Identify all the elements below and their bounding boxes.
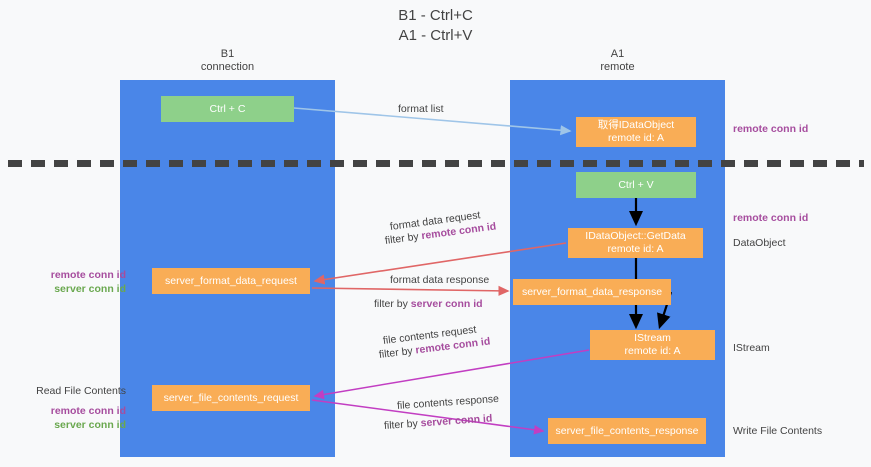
label-fcres-filter-prefix: filter by (383, 417, 422, 432)
diagram-title-line1: B1 - Ctrl+C (398, 7, 473, 24)
swimlane-b1-header: B1 connection (120, 48, 335, 74)
label-fcreq-filter-prefix: filter by (378, 344, 417, 361)
phase-divider (8, 160, 864, 167)
box-ctrl-c[interactable]: Ctrl + C (161, 96, 294, 122)
swimlane-a1-sub: remote (600, 61, 635, 73)
annotation-right-write-file-contents: Write File Contents (733, 424, 822, 438)
box-getdata-line2: remote id: A (607, 243, 664, 255)
label-fcres-filter-value: server conn id (420, 412, 493, 430)
box-istream-line1: IStream (634, 332, 671, 344)
annotation-left-2a-text: remote conn id (50, 405, 126, 417)
box-server-file-contents-response-label: server_file_contents_response (555, 424, 699, 437)
diagram-title-line2: A1 - Ctrl+V (398, 27, 473, 44)
box-server-file-contents-request-label: server_file_contents_request (163, 391, 299, 404)
box-server-format-data-request[interactable]: server_format_data_request (152, 268, 310, 294)
annotation-right-1-text: remote conn id (733, 123, 809, 135)
box-getdata-line1: IDataObject::GetData (585, 230, 686, 242)
annotation-right-dataobject: DataObject (733, 236, 786, 250)
box-idataobject-line1: 取得IDataObject (597, 119, 675, 131)
label-format-data-response-filter: filter by server conn id (374, 297, 483, 311)
label-fdres-filter-value: server conn id (410, 298, 483, 310)
box-ctrl-v-label: Ctrl + V (618, 178, 654, 191)
label-fdreq-filter-prefix: filter by (384, 230, 423, 247)
arrow-format-data-response (311, 285, 510, 296)
annotation-left-2b-text: server conn id (54, 419, 126, 431)
box-server-format-data-response[interactable]: server_format_data_response (513, 279, 671, 305)
swimlane-a1-header: A1 remote (510, 48, 725, 74)
box-idataobject-getdata[interactable]: IDataObject::GetData remote id: A (568, 228, 703, 258)
annotation-right-5-text: Write File Contents (733, 425, 823, 437)
label-fdres-filter-prefix: filter by (374, 298, 411, 310)
box-server-file-contents-request[interactable]: server_file_contents_request (152, 385, 310, 411)
box-server-file-contents-response[interactable]: server_file_contents_response (548, 418, 706, 444)
box-server-format-data-response-label: server_format_data_response (521, 285, 663, 298)
box-server-format-data-request-label: server_format_data_request (165, 274, 297, 287)
box-idataobject-line2: remote id: A (607, 132, 665, 144)
annotation-left-conn-ids: remote conn id server conn id (51, 268, 126, 296)
annotation-right-4-text: IStream (733, 342, 770, 354)
diagram-title: B1 - Ctrl+C A1 - Ctrl+V (0, 6, 871, 46)
annotation-right-2-text: remote conn id (733, 212, 809, 224)
annotation-left-1a-text: remote conn id (50, 269, 126, 281)
annotation-left-read-file-contents: Read File Contents remote conn id server… (36, 384, 126, 432)
swimlane-b1-name: B1 (220, 48, 235, 60)
box-istream-line2: remote id: A (624, 345, 681, 357)
label-file-contents-response-filter: filter by server conn id (384, 411, 493, 433)
label-format-list: format list (398, 103, 444, 115)
annotation-right-3-text: DataObject (733, 237, 786, 249)
swimlane-a1-name: A1 (610, 48, 625, 60)
box-istream[interactable]: IStream remote id: A (590, 330, 715, 360)
annotation-left-1b-text: server conn id (54, 283, 126, 295)
annotation-left-2-title: Read File Contents (36, 385, 126, 397)
annotation-right-istream: IStream (733, 341, 770, 355)
label-format-data-response: format data response (390, 274, 490, 286)
box-ctrl-c-label: Ctrl + C (209, 102, 246, 115)
box-ctrl-v[interactable]: Ctrl + V (576, 172, 696, 198)
label-file-contents-response: file contents response (396, 392, 500, 412)
annotation-right-remote-conn-id-2: remote conn id (733, 211, 808, 225)
box-idataobject[interactable]: 取得IDataObject remote id: A (576, 117, 696, 147)
annotation-right-remote-conn-id-1: remote conn id (733, 122, 808, 136)
swimlane-b1-sub: connection (200, 61, 255, 73)
